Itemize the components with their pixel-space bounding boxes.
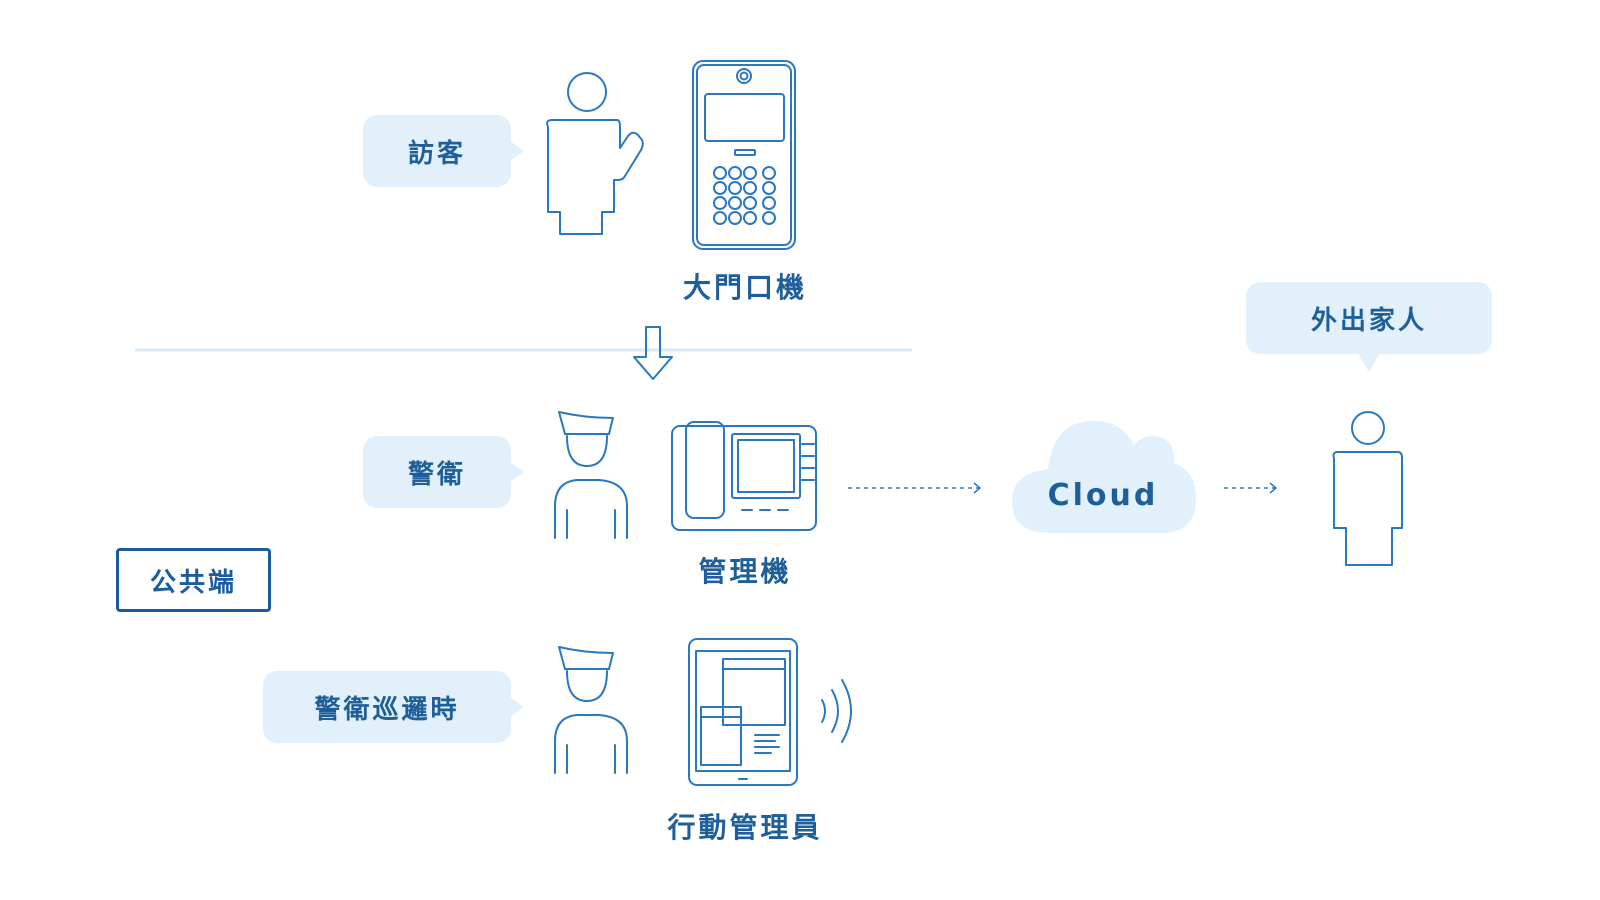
master-station-icon [671, 421, 817, 531]
patrol-guard-person-icon [554, 646, 628, 774]
tablet-icon [688, 638, 798, 786]
master-station-label: 管理機 [698, 555, 792, 588]
arrow-to-cloud-icon [848, 482, 982, 494]
arrow-to-family-icon [1224, 482, 1278, 494]
cloud-label: Cloud [1047, 478, 1159, 513]
wireless-signal-icon [821, 679, 852, 743]
arrow-down-icon [633, 326, 673, 380]
door-station-icon [692, 60, 796, 250]
cloud-icon [1012, 420, 1196, 533]
guard-patrol-label: 警衛巡邏時 [314, 694, 460, 725]
guard-bubble: 警衛 [363, 436, 524, 508]
visitor-bubble: 訪客 [363, 115, 524, 187]
visitor-label: 訪客 [407, 138, 466, 169]
family-away-label: 外出家人 [1310, 305, 1427, 336]
guard-person-icon [554, 411, 628, 539]
family-away-bubble: 外出家人 [1246, 282, 1492, 372]
public-side-label: 公共端 [149, 567, 237, 598]
guard-label: 警衛 [407, 459, 466, 490]
family-person-icon [1332, 411, 1403, 566]
mobile-manager-label: 行動管理員 [667, 811, 823, 844]
public-side-box: 公共端 [116, 548, 271, 612]
guard-patrol-bubble: 警衛巡邏時 [263, 671, 524, 743]
visitor-person-icon [546, 72, 644, 235]
door-station-label: 大門口機 [682, 271, 807, 304]
